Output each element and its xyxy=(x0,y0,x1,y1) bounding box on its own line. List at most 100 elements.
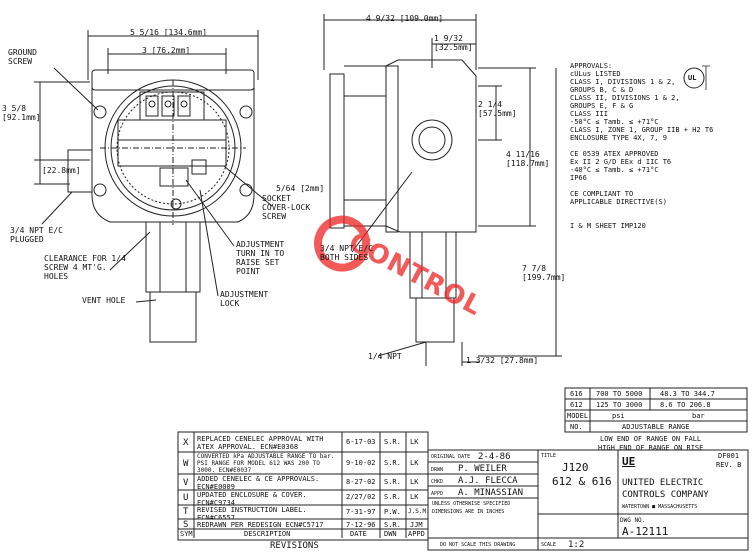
rev-dwn: P.W. xyxy=(384,508,401,516)
company-name-2: CONTROLS COMPANY xyxy=(622,490,709,500)
range-row-612-bar: 8.6 TO 206.8 xyxy=(660,401,711,409)
approval-line xyxy=(570,206,750,222)
title-label: TITLE xyxy=(541,453,557,459)
dim-depth-cover: 1 9/32 [32.5mm] xyxy=(434,34,473,52)
approval-line: CLASS II, DIVISIONS 1 & 2, xyxy=(570,94,680,102)
ul-mark-text: UL xyxy=(688,74,697,82)
rev-date: 7-31-97 xyxy=(346,508,376,516)
rev-footer-sym: SYM xyxy=(180,530,193,538)
rev-desc: CONVERTED kPa ADJUSTABLE RANGE TO bar. P… xyxy=(197,453,335,474)
dim-offset-left: [22.8mm] xyxy=(42,166,81,175)
rev-sym: T xyxy=(183,507,189,517)
dim-height-left: 3 5/8 [92.1mm] xyxy=(2,104,41,122)
rev-date: 6-17-03 xyxy=(346,438,376,446)
approval-line: APPROVALS: xyxy=(570,62,613,70)
range-row-616-psi: 700 TO 5000 xyxy=(596,390,643,398)
company-logo-icon: UE xyxy=(622,455,636,468)
callout-npt-plugged: 3/4 NPT E/C PLUGGED xyxy=(10,226,63,244)
range-row-616-bar: 48.3 TO 344.7 xyxy=(660,390,715,398)
rev-sym: X xyxy=(183,438,189,448)
dim-height-right: 4 11/16 [118.7mm] xyxy=(506,150,550,168)
chkd-label: CHKD xyxy=(431,479,444,485)
approval-line: CE 0539 ATEX APPROVED xyxy=(570,150,659,158)
range-row-612-psi: 125 TO 3000 xyxy=(596,401,643,409)
rev-dwn: S.R. xyxy=(384,521,401,529)
range-header-range: ADJUSTABLE RANGE xyxy=(622,423,690,431)
rev-footer-appd: APPD xyxy=(408,530,425,538)
callout-adjustment-turn: ADJUSTMENT TURN IN TO RAISE SET POINT xyxy=(236,240,285,276)
callout-clearance: CLEARANCE FOR 1/4 SCREW 4 MT'G. HOLES xyxy=(44,254,126,281)
approval-line xyxy=(570,182,750,190)
rev-sym: V xyxy=(183,478,189,488)
rev-sym: S xyxy=(183,520,189,530)
range-row-612-model: 612 xyxy=(570,401,583,409)
approval-line: CE COMPLIANT TO xyxy=(570,190,634,198)
rev-appd: LK xyxy=(410,478,419,486)
range-row-616-model: 616 xyxy=(570,390,583,398)
appd-label: APPD xyxy=(431,491,444,497)
dwg-label: DWG NO. xyxy=(620,517,646,524)
approval-line: CLASS I, DIVISIONS 1 & 2, xyxy=(570,78,676,86)
approval-line: I & M SHEET IMP120 xyxy=(570,222,646,230)
rev-date: 8-27-02 xyxy=(346,478,376,486)
rev-footer-desc: DESCRIPTION xyxy=(244,530,291,538)
approval-line: GROUPS B, C & D xyxy=(570,86,634,94)
dim-width-inner: 3 [76.2mm] xyxy=(142,46,191,55)
range-header-model: MODEL xyxy=(567,412,589,420)
company-location: WATERTOWN ■ MASSACHUSETTS xyxy=(622,504,698,510)
rev-dwn: S.R. xyxy=(384,438,401,446)
approval-line: IP66 xyxy=(570,174,587,182)
range-note-low: LOW END OF RANGE ON FALL xyxy=(600,435,702,443)
appd-name: A. MINASSIAN xyxy=(458,488,524,498)
title-block-frame xyxy=(427,449,749,551)
approval-line: APPLICABLE DIRECTIVE(S) xyxy=(570,198,667,206)
rev-dwn: S.R. xyxy=(384,493,401,501)
dim-width-overall: 5 5/16 [134.6mm] xyxy=(130,28,208,37)
title-line-1: J120 xyxy=(562,461,589,474)
rev-desc: REDRAWN PER REDESIGN ECN#C5717 xyxy=(197,521,324,529)
orig-date-label: ORIGINAL DATE xyxy=(431,454,471,460)
rev-letter: REV. B xyxy=(716,461,742,469)
rev-appd: J.S.M. xyxy=(408,508,430,515)
rev-appd: LK xyxy=(410,438,419,446)
drwn-name: P. WEILER xyxy=(458,464,507,474)
dwg-number: A-12111 xyxy=(622,525,669,538)
chkd-name: A.J. FLECCA xyxy=(458,476,518,486)
rev-sym: W xyxy=(183,459,189,469)
callout-adjustment-lock: ADJUSTMENT LOCK xyxy=(220,290,269,308)
dim-depth-overall: 4 9/32 [109.0mm] xyxy=(366,14,444,23)
approval-line: CLASS I, ZONE 1, GROUP IIB + H2 T6 xyxy=(570,126,714,134)
dim-bottom-offset: 1 3/32 [27.8mm] xyxy=(466,356,539,365)
dim-height-body: 2 1/4 [57.5mm] xyxy=(478,100,517,118)
revisions-title: REVISIONS xyxy=(270,541,319,551)
approval-line: cULus LISTED xyxy=(570,70,621,78)
rev-sym: U xyxy=(183,493,189,503)
orig-date: 2-4-86 xyxy=(478,452,511,462)
title-line-2: 612 & 616 xyxy=(552,475,612,488)
scale-value: 1:2 xyxy=(568,540,585,550)
rev-date: 9-10-02 xyxy=(346,459,376,467)
scale-label: SCALE xyxy=(541,542,557,548)
dim-height-overall: 7 7/8 [199.7mm] xyxy=(522,264,566,282)
drwn-label: DRWN xyxy=(431,467,444,473)
dim-socket-size: 5/64 [2mm] xyxy=(276,184,325,193)
approval-line: -50°C ≤ Tamb. ≤ +71°C xyxy=(570,118,659,126)
range-table-frame xyxy=(564,387,748,433)
approval-line: -40°C ≤ Tamb. ≤ +71°C xyxy=(570,166,659,174)
rev-desc: UPDATED ENCLOSURE & COVER. ECN#C9734 xyxy=(197,491,307,505)
range-header-bar: bar xyxy=(692,412,705,420)
rev-date: 7-12-96 xyxy=(346,521,376,529)
callout-npt-both: 3/4 NPT E/C BOTH SIDES xyxy=(320,244,373,262)
approval-line: CLASS III xyxy=(570,110,608,118)
rev-desc: REPLACED CENELEC APPROVAL WITH ATEX APPR… xyxy=(197,435,324,451)
side-view xyxy=(323,14,562,366)
range-header-no: NO. xyxy=(570,423,583,431)
callout-vent-hole: VENT HOLE xyxy=(82,296,126,305)
rev-dwn: S.R. xyxy=(384,478,401,486)
front-view xyxy=(34,30,273,343)
df-number: DF001 xyxy=(718,452,740,460)
rev-dwn: S.R. xyxy=(384,459,401,467)
tolerance-note: UNLESS OTHERWISE SPECIFIED DIMENSIONS AR… xyxy=(432,501,511,515)
callout-npt-bottom: 1/4 NPT xyxy=(368,352,402,361)
